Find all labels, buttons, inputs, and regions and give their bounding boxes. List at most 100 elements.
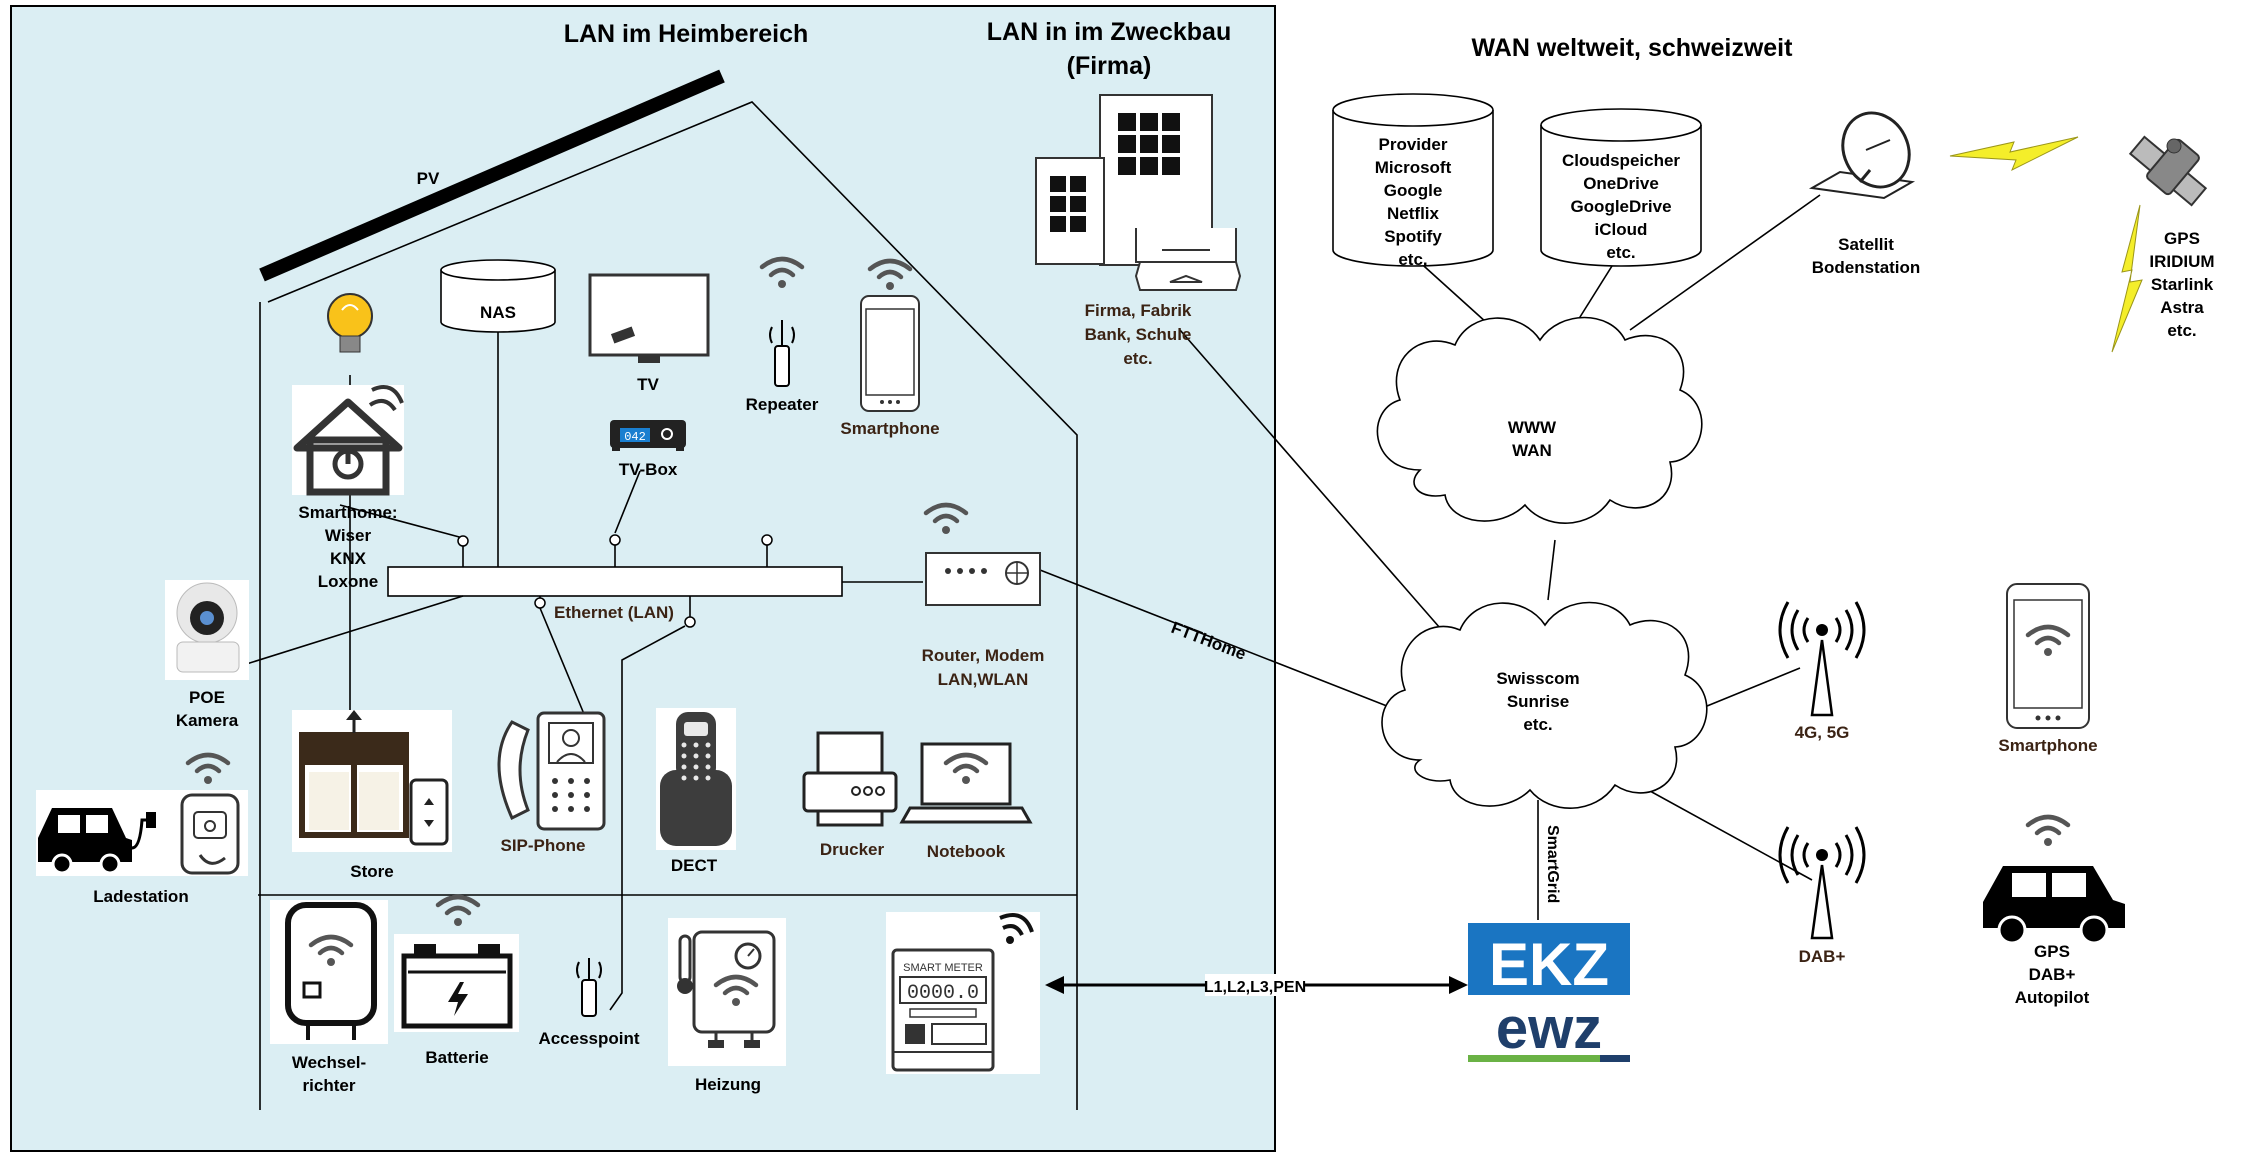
svg-text:iCloud: iCloud bbox=[1595, 220, 1648, 239]
company-label-3: etc. bbox=[1123, 349, 1152, 368]
router-icon bbox=[925, 552, 1041, 606]
svg-text:IRIDIUM: IRIDIUM bbox=[2149, 252, 2214, 271]
tv-box-icon bbox=[610, 420, 686, 451]
repeater-icon bbox=[769, 320, 795, 387]
smarthome-label-3: KNX bbox=[330, 549, 367, 568]
store-label: Store bbox=[350, 862, 393, 881]
nas-icon bbox=[440, 259, 556, 333]
smarthome-label-4: Loxone bbox=[318, 572, 378, 591]
svg-text:OneDrive: OneDrive bbox=[1583, 174, 1659, 193]
satellite-station-label-2: Bodenstation bbox=[1812, 258, 1921, 277]
mobile-tower-icon bbox=[1778, 600, 1866, 717]
ladestation-label: Ladestation bbox=[93, 887, 188, 906]
svg-text:Astra: Astra bbox=[2160, 298, 2204, 317]
company-building-icon bbox=[1035, 94, 1242, 291]
power-line-label: L1,L2,L3,PEN bbox=[1204, 979, 1306, 996]
header-lan-company-line2: (Firma) bbox=[1067, 52, 1152, 80]
sip-phone-icon bbox=[497, 711, 606, 831]
svg-text:Google: Google bbox=[1384, 181, 1443, 200]
isp-label-2: Sunrise bbox=[1507, 692, 1569, 711]
inverter-icon bbox=[270, 900, 388, 1044]
power-line-arrow bbox=[1045, 974, 1468, 996]
car-label-1: GPS bbox=[2034, 942, 2070, 961]
isp-label-3: etc. bbox=[1523, 715, 1552, 734]
svg-text:GoogleDrive: GoogleDrive bbox=[1570, 197, 1671, 216]
car-charging-icon bbox=[36, 790, 248, 876]
accesspoint-icon bbox=[576, 958, 602, 1017]
satellite-station-label-1: Satellit bbox=[1838, 235, 1894, 254]
dab-label: DAB+ bbox=[1799, 947, 1846, 966]
smartphone-lan-label: Smartphone bbox=[840, 419, 939, 438]
pv-panel bbox=[259, 69, 725, 282]
dab-tower-icon bbox=[1778, 825, 1866, 940]
www-label-2: WAN bbox=[1512, 441, 1552, 460]
provider-labels: Provider Microsoft Google Netflix Spotif… bbox=[1375, 135, 1452, 269]
router-label-1: Router, Modem bbox=[922, 646, 1045, 665]
svg-text:etc.: etc. bbox=[1398, 250, 1427, 269]
smartgrid-label: SmartGrid bbox=[1544, 825, 1561, 903]
house-roof-wall bbox=[267, 101, 1078, 1110]
svg-text:Netflix: Netflix bbox=[1387, 204, 1440, 223]
smartphone-lan-icon bbox=[860, 295, 920, 412]
gps-satellite-labels: GPS IRIDIUM Starlink Astra etc. bbox=[2149, 229, 2214, 340]
tv-label: TV bbox=[637, 375, 659, 394]
lightning-icon-horizontal bbox=[1949, 136, 2079, 172]
poe-camera-icon bbox=[165, 580, 249, 680]
car-wifi-icon bbox=[2028, 817, 2068, 846]
ewz-logo-text: ewz bbox=[1496, 996, 1602, 1061]
svg-text:etc.: etc. bbox=[1606, 243, 1635, 262]
smarthome-label-2: Wiser bbox=[325, 526, 372, 545]
poe-camera-label-2: Kamera bbox=[176, 711, 239, 730]
company-label-1: Firma, Fabrik bbox=[1085, 301, 1192, 320]
svg-text:Cloudspeicher: Cloudspeicher bbox=[1562, 151, 1680, 170]
tv-box-label: TV-Box bbox=[619, 460, 678, 479]
lightning-icon-vertical bbox=[2111, 204, 2143, 353]
svg-text:GPS: GPS bbox=[2164, 229, 2200, 248]
cloud-storage-labels: Cloudspeicher OneDrive GoogleDrive iClou… bbox=[1562, 151, 1680, 262]
smart-meter-title: SMART METER bbox=[903, 962, 983, 974]
satellite-dish-icon bbox=[1808, 111, 1916, 200]
header-lan-home: LAN im Heimbereich bbox=[564, 20, 809, 48]
sip-phone-label: SIP-Phone bbox=[500, 836, 585, 855]
smart-meter-value: 0000.0 bbox=[907, 982, 979, 1005]
wan-connections bbox=[1039, 194, 1821, 920]
dect-label: DECT bbox=[671, 856, 718, 875]
pv-label: PV bbox=[417, 169, 440, 188]
accesspoint-label: Accesspoint bbox=[538, 1029, 639, 1048]
tv-icon bbox=[588, 273, 710, 363]
company-label-2: Bank, Schule bbox=[1085, 325, 1192, 344]
smarthome-icon bbox=[292, 385, 404, 496]
battery-label: Batterie bbox=[425, 1048, 488, 1067]
poe-camera-label-1: POE bbox=[189, 688, 225, 707]
tv-box-display: 042 bbox=[624, 430, 646, 444]
store-icon bbox=[292, 710, 452, 852]
smarthome-label-1: Smarthome: bbox=[298, 503, 397, 522]
ethernet-bus bbox=[387, 566, 843, 597]
car-label-3: Autopilot bbox=[2015, 988, 2090, 1007]
printer-label: Drucker bbox=[820, 840, 885, 859]
car-icon bbox=[1983, 866, 2125, 945]
nas-label: NAS bbox=[480, 303, 516, 322]
smartphone-wan-label: Smartphone bbox=[1998, 736, 2097, 755]
header-lan-company-line1: LAN in im Zweckbau bbox=[987, 18, 1231, 46]
svg-text:Starlink: Starlink bbox=[2151, 275, 2214, 294]
mobile-label: 4G, 5G bbox=[1795, 723, 1850, 742]
inverter-label-2: richter bbox=[303, 1076, 356, 1095]
isp-label-1: Swisscom bbox=[1496, 669, 1579, 688]
svg-text:Microsoft: Microsoft bbox=[1375, 158, 1452, 177]
svg-text:etc.: etc. bbox=[2167, 321, 2196, 340]
inverter-label-1: Wechsel- bbox=[292, 1053, 366, 1072]
dect-icon bbox=[656, 708, 736, 850]
lightbulb-icon bbox=[327, 293, 373, 353]
notebook-label: Notebook bbox=[927, 842, 1006, 861]
battery-icon bbox=[394, 934, 519, 1032]
smart-meter-icon bbox=[886, 912, 1040, 1074]
heater-icon bbox=[668, 918, 786, 1066]
car-label-2: DAB+ bbox=[2029, 965, 2076, 984]
header-wan: WAN weltweit, schweizweit bbox=[1472, 34, 1794, 62]
ekz-logo-text: EKZ bbox=[1489, 931, 1609, 998]
repeater-label: Repeater bbox=[746, 395, 819, 414]
www-label-1: WWW bbox=[1508, 418, 1557, 437]
www-cloud bbox=[1376, 316, 1703, 524]
